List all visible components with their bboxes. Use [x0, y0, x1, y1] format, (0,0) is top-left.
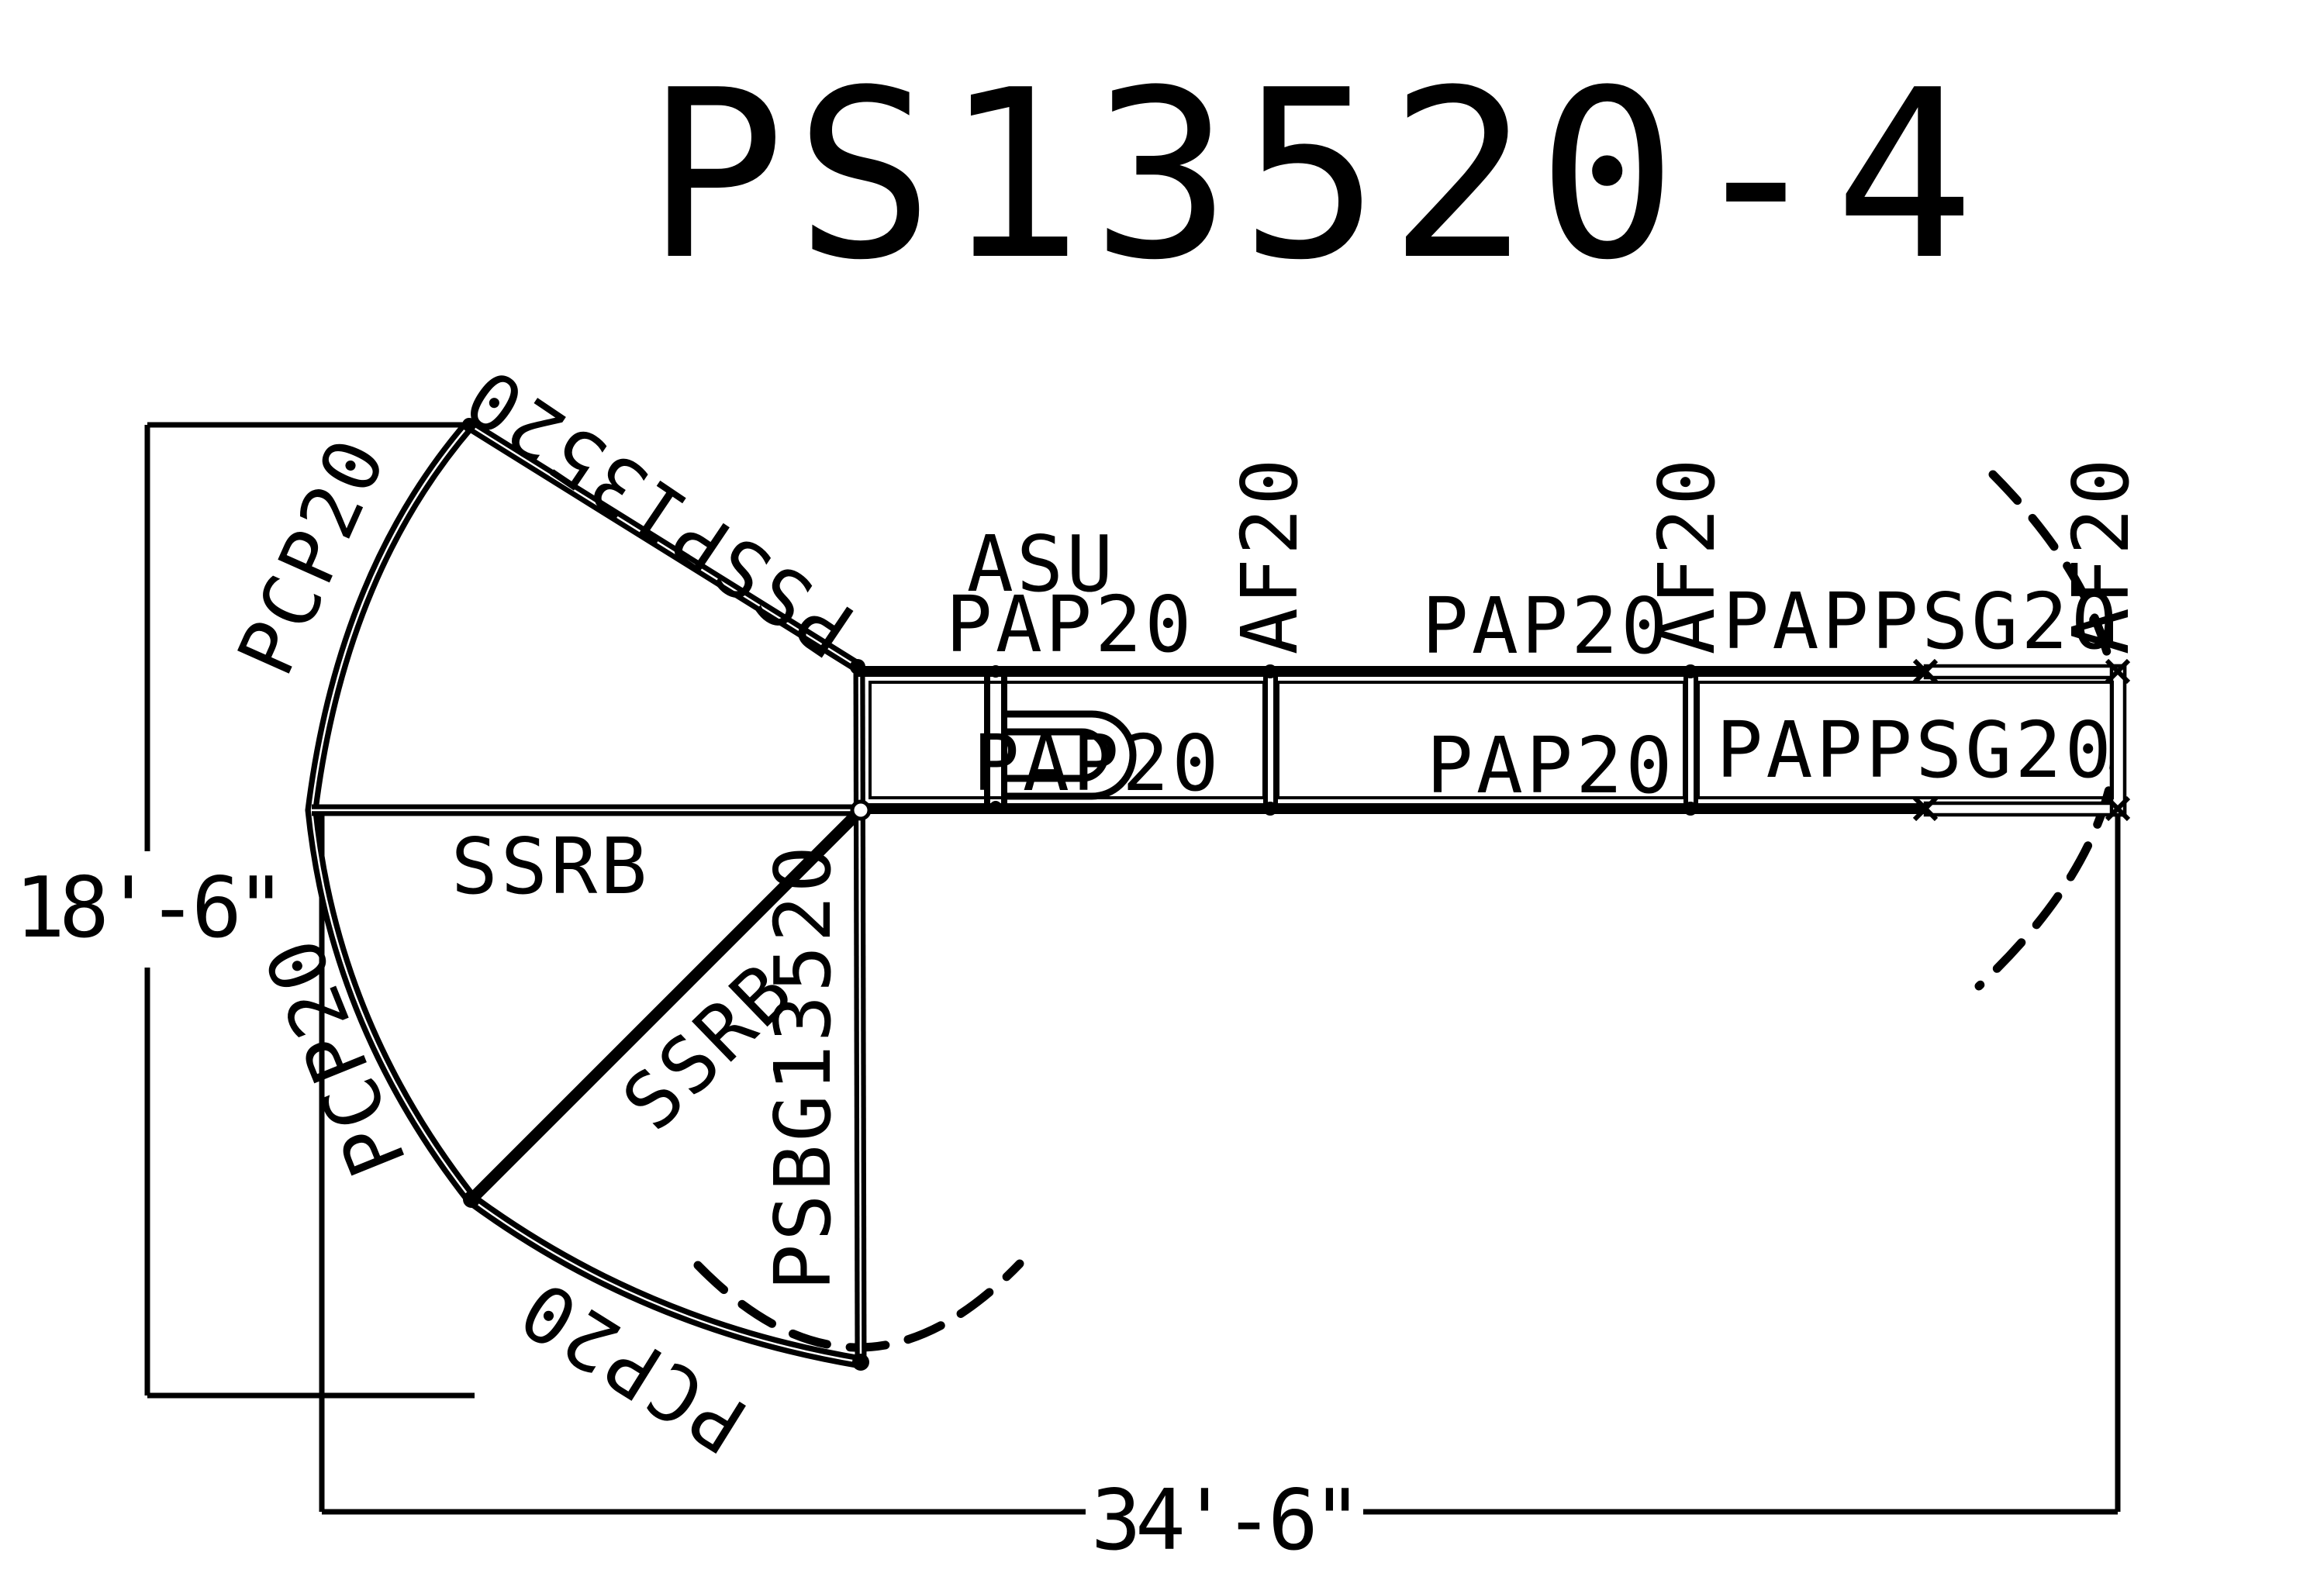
- label-pap20-inner-seg2: PAP20: [1426, 720, 1676, 811]
- joint-dot-divider2-top: [1683, 664, 1697, 678]
- dimension-height-text: 18'-6": [14, 860, 286, 957]
- joint-dot-apex: [462, 418, 476, 432]
- joint-dot-asu-bottom: [989, 801, 1002, 813]
- label-af20-divider2: AF20: [1642, 455, 1732, 655]
- joint-dot-divider1-bottom: [1263, 802, 1277, 816]
- label-pappsg20-inner-seg3: PAPPSG20: [1716, 705, 2115, 795]
- dimension-width-text: 34'-6": [1090, 1472, 1362, 1569]
- fan-vertical-radius-core: [858, 666, 862, 1363]
- asu-tray-inner: [1004, 728, 1109, 782]
- joint-dot-asu-top: [989, 665, 1002, 678]
- label-pap20-top-seg2: PAP20: [1421, 581, 1671, 671]
- joint-x-marks: [1912, 658, 2131, 822]
- joint-dot-fan-bottom: [852, 1354, 869, 1371]
- joint-dot-divider2-bottom: [1683, 802, 1697, 816]
- joint-circle-fan-center: [850, 799, 872, 821]
- drawing-title: PS13520-4: [645, 40, 1984, 311]
- label-af20-divider1: AF20: [1224, 455, 1315, 655]
- label-ssrb-horizontal: SSRB: [451, 821, 651, 912]
- fan-diagonal-chord-ssrb: [467, 806, 865, 1204]
- joint-dot-divider1-top: [1263, 664, 1277, 678]
- label-pappsg20-top-seg3: PAPPSG20: [1722, 576, 2121, 667]
- fan-curved-wall-arc-core: [310, 424, 862, 1364]
- pool-bottom-wall-hollow-end: [1923, 801, 2127, 817]
- fan-chord-pssp13520-core: [468, 423, 858, 668]
- pool-top-wall-hollow-end: [1923, 664, 2127, 680]
- label-asu: ASU: [966, 519, 1117, 609]
- label-af20-right-end: AF20: [2056, 455, 2146, 655]
- label-pap20-top-seg1: PAP20: [945, 579, 1195, 670]
- label-pap20-inner-seg1: PAP20: [972, 718, 1222, 809]
- asu-tray-outer: [1004, 710, 1137, 800]
- label-psbg13520-vertical: PSBG13520: [758, 843, 848, 1291]
- joint-dot-band-top-left: [850, 659, 865, 674]
- joint-dot-diagonal-vertex: [463, 1191, 480, 1208]
